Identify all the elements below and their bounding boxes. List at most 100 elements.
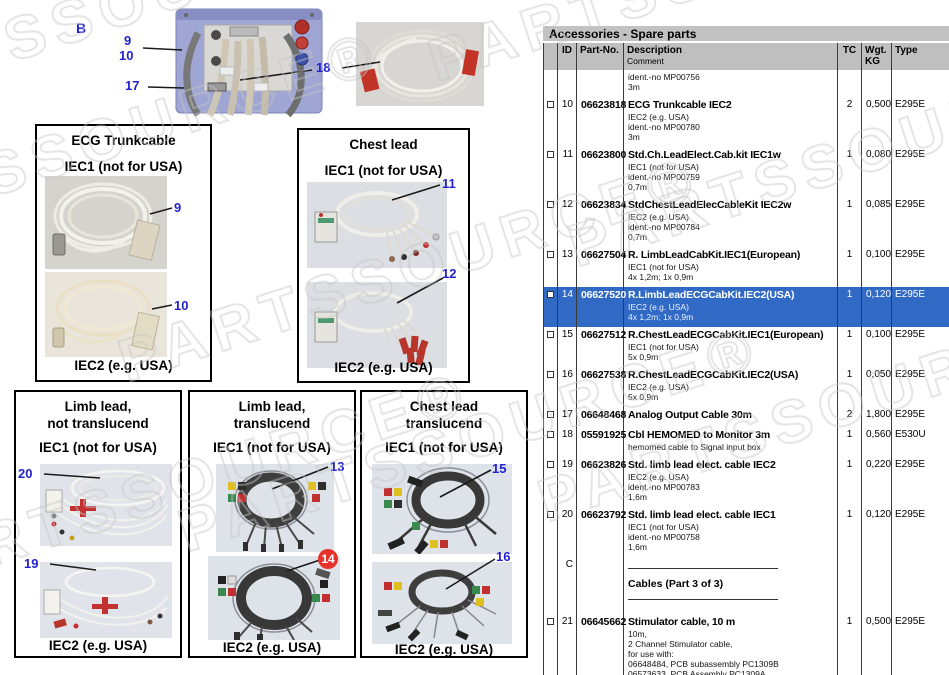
- cell-wgt: 0,500: [861, 614, 892, 675]
- cell-id: C: [557, 557, 577, 614]
- part-comment: IEC2 (e.g. USA): [628, 302, 689, 312]
- cell-part-no: 06623826: [576, 457, 626, 507]
- part-comment: IEC2 (e.g. USA): [628, 382, 689, 392]
- row-checkbox[interactable]: [547, 101, 554, 108]
- device-illustration: [175, 8, 323, 117]
- iec2-label: IEC2 (e.g. USA): [222, 640, 322, 655]
- cell-tc: [837, 557, 862, 614]
- cell-tc: 1: [837, 614, 862, 675]
- part-comment: for use with:: [628, 649, 674, 659]
- cell-tc: 1: [837, 287, 862, 327]
- cell-type: E295E: [891, 97, 949, 147]
- cell-checkbox: [543, 557, 558, 614]
- photo-chestlead-iec2: [307, 282, 447, 368]
- cell-part-no: 06645662: [576, 614, 626, 675]
- cell-type: E295E: [891, 507, 949, 557]
- box-title-line1: Chest lead: [409, 399, 479, 414]
- cell-tc: 1: [837, 147, 862, 197]
- figure-variant-label: B: [76, 20, 87, 36]
- cell-checkbox: [543, 97, 558, 147]
- cell-description: R.LimbLeadECGCabKit.IEC2(USA)IEC2 (e.g. …: [623, 287, 838, 327]
- part-comment: 1,6m: [628, 542, 647, 552]
- row-checkbox[interactable]: [547, 251, 554, 258]
- iec1-label: IEC1 (not for USA): [324, 163, 443, 178]
- row-checkbox[interactable]: [547, 461, 554, 468]
- cell-part-no: 06623792: [576, 507, 626, 557]
- cell-tc: 1: [837, 197, 862, 247]
- row-checkbox[interactable]: [547, 291, 554, 298]
- part-comment: 06648484, PCB subassembly PC1309B: [628, 659, 779, 669]
- callout-13-box: 13: [330, 459, 345, 474]
- cell-description: R. LimbLeadCabKit.IEC1(European)IEC1 (no…: [623, 247, 838, 287]
- cell-type: E295E: [891, 614, 949, 675]
- cell-type: E295E: [891, 407, 949, 427]
- cell-checkbox: [543, 247, 558, 287]
- cell-description: Analog Output Cable 30m: [623, 407, 838, 427]
- photo-limb-nt-iec1: [40, 464, 172, 546]
- cell-part-no: 06623834: [576, 197, 626, 247]
- cell-tc: 1: [837, 247, 862, 287]
- col-wgt: Wgt. KG: [861, 43, 892, 70]
- box-title-line2: not translucend: [47, 416, 149, 431]
- row-checkbox[interactable]: [547, 411, 554, 418]
- row-checkbox[interactable]: [547, 618, 554, 625]
- cell-checkbox: [543, 287, 558, 327]
- col-tc: TC: [837, 43, 862, 70]
- part-comment: 1,6m: [628, 492, 647, 502]
- part-description: R.LimbLeadECGCabKit.IEC2(USA): [628, 289, 795, 301]
- cell-part-no: 06648468: [576, 407, 626, 427]
- part-description: Std. limb lead elect. cable IEC1: [628, 509, 776, 521]
- row-checkbox[interactable]: [547, 431, 554, 438]
- row-checkbox[interactable]: [547, 511, 554, 518]
- row-checkbox[interactable]: [547, 201, 554, 208]
- part-description: R. LimbLeadCabKit.IEC1(European): [628, 249, 801, 261]
- photo-chestlead-iec1: [307, 182, 447, 268]
- part-comment: ident.-no MP00784: [628, 222, 700, 232]
- cell-checkbox: [543, 147, 558, 197]
- cell-description: R.ChestLeadECGCabKit.IEC2(USA)IEC2 (e.g.…: [623, 367, 838, 407]
- cell-checkbox: [543, 327, 558, 367]
- cell-type: E295E: [891, 197, 949, 247]
- callout-10-device: 10: [119, 48, 134, 63]
- part-description: Analog Output Cable 30m: [628, 409, 752, 421]
- part-description: R.ChestLeadECGCabKit.IEC1(European): [628, 329, 824, 341]
- callout-16-box: 16: [496, 549, 511, 564]
- cell-id: 12: [557, 197, 577, 247]
- cell-part-no: 06627538: [576, 367, 626, 407]
- cell-id: [557, 70, 577, 97]
- part-comment: 3m: [628, 82, 640, 92]
- part-description: Stimulator cable, 10 m: [628, 616, 736, 628]
- row-checkbox[interactable]: [547, 331, 554, 338]
- hemomed-cable-photo: [356, 22, 484, 106]
- part-comment: IEC2 (e.g. USA): [628, 212, 689, 222]
- coiled-cable-illustration: [356, 22, 484, 106]
- part-comment: 4x 1,2m; 1x 0,9m: [628, 312, 694, 322]
- part-description: Std.Ch.LeadElect.Cab.kit IEC1w: [628, 149, 781, 161]
- cell-checkbox: [543, 197, 558, 247]
- row-checkbox[interactable]: [547, 371, 554, 378]
- cell-checkbox: [543, 70, 558, 97]
- cell-wgt: [861, 557, 892, 614]
- parts-table: ID Part-No. Description Comment TC Wgt. …: [543, 43, 949, 675]
- cell-part-no: [576, 557, 624, 614]
- box-limb-lead-not-translucend: Limb lead, not translucend IEC1 (not for…: [14, 390, 182, 658]
- row-checkbox[interactable]: [547, 151, 554, 158]
- cell-part-no: 06623800: [576, 147, 626, 197]
- part-comment: 5x 0,9m: [628, 392, 659, 402]
- photo-limb-t-iec2: [208, 556, 340, 640]
